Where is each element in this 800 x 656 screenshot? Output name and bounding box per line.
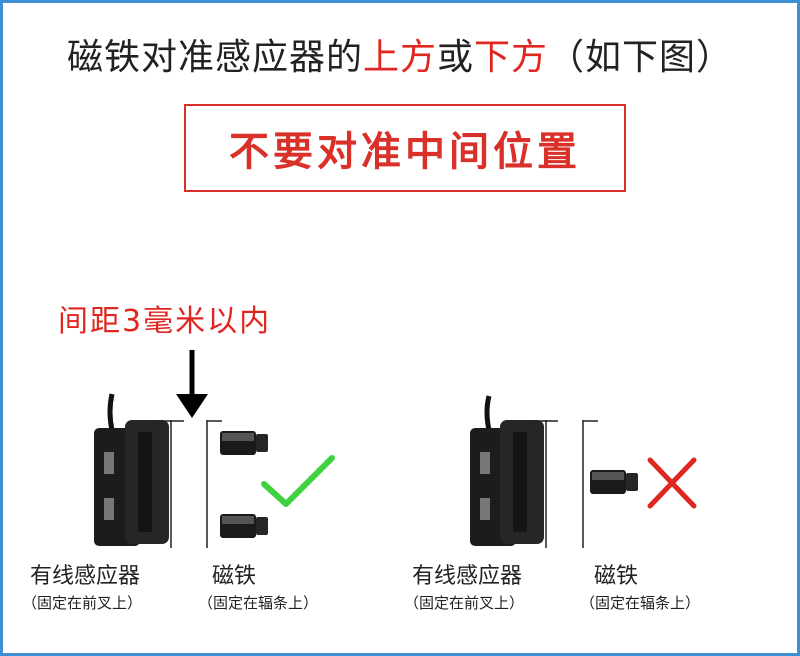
title-part-4: 下方 (474, 37, 549, 78)
sensor-image-left (94, 393, 169, 546)
warning-text: 不要对准中间位置 (229, 129, 581, 175)
sensor-label-right: 有线感应器 (412, 564, 523, 589)
magnet-image-right (590, 470, 638, 494)
magnet-image-left-top (220, 431, 268, 455)
sensor-sublabel-left: （固定在前叉上） (22, 594, 143, 612)
gap-note: 间距3毫米以内 (58, 304, 272, 339)
page-title: 磁铁对准感应器的上方或下方（如下图） (0, 28, 800, 80)
magnet-image-left-bottom (220, 514, 268, 538)
sensor-edge-marker-right (534, 420, 558, 548)
title-part-3: 或 (436, 37, 474, 78)
magnet-edge-marker-left (206, 420, 222, 548)
title-part-1: 磁铁对准感应器的 (66, 37, 363, 78)
warning-box: 不要对准中间位置 (184, 104, 626, 192)
magnet-sublabel-left: （固定在辐条上） (198, 594, 319, 612)
cross-icon (647, 457, 697, 509)
sensor-sublabel-right: （固定在前叉上） (404, 594, 525, 612)
arrow-down-icon (176, 350, 208, 418)
sensor-label-left: 有线感应器 (30, 564, 141, 589)
check-icon (261, 455, 335, 507)
magnet-label-left: 磁铁 (212, 564, 257, 589)
sensor-edge-marker-left (158, 420, 184, 548)
magnet-edge-marker-right (582, 420, 598, 548)
title-part-2: 上方 (362, 37, 437, 78)
magnet-sublabel-right: （固定在辐条上） (580, 594, 701, 612)
title-part-5: （如下图） (548, 37, 734, 78)
magnet-label-right: 磁铁 (594, 564, 639, 589)
sensor-image-right (470, 395, 544, 546)
